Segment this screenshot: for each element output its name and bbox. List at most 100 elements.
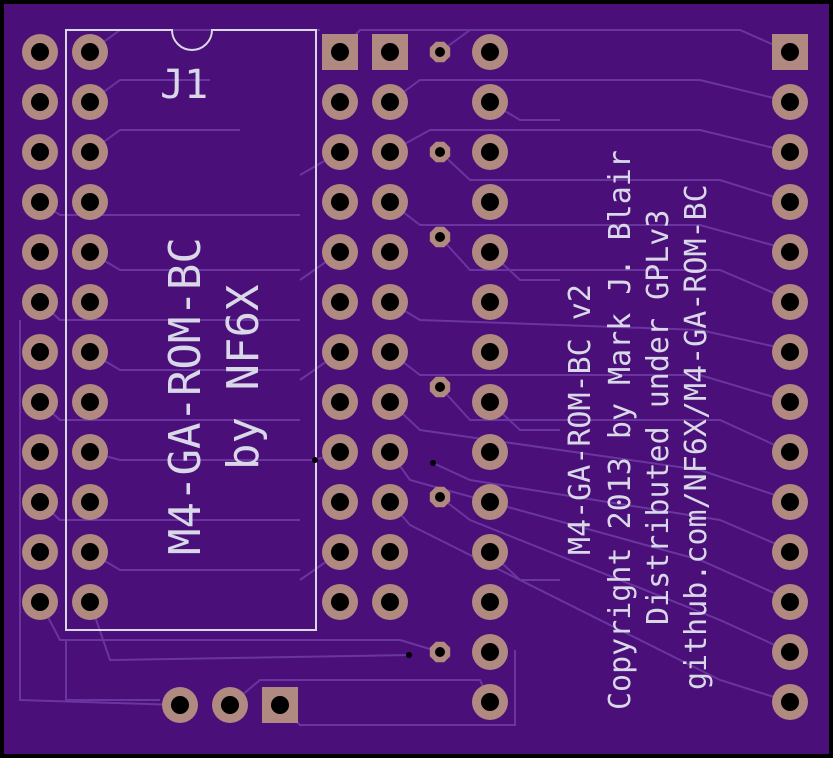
drill-hole [221,696,239,714]
drill-hole [381,243,399,261]
drill-hole [435,382,445,392]
trace [39,601,441,653]
trace [389,351,791,403]
drill-hole [331,193,349,211]
drill-hole [381,593,399,611]
drill-hole [781,643,799,661]
drill-hole [381,93,399,111]
j1-footprint-outline [65,29,317,631]
drill-hole [31,93,49,111]
board-byline: by NF6X [218,284,269,470]
drill-hole [81,443,99,461]
drill-hole [331,143,349,161]
drill-hole [781,593,799,611]
drill-hole [781,693,799,711]
drill-hole [31,343,49,361]
via [430,460,436,466]
drill-hole [781,93,799,111]
drill-hole [381,43,399,61]
trace [432,462,791,551]
drill-hole [381,143,399,161]
drill-hole [331,593,349,611]
drill-hole [481,543,499,561]
pad-array [22,34,808,723]
drill-hole [481,193,499,211]
trace [439,236,791,301]
drill-hole [781,343,799,361]
notice-line-4: github.com/NF6X/M4-GA-ROM-BC [679,184,714,690]
trace [439,386,791,453]
drill-hole [81,593,99,611]
drill-hole [381,493,399,511]
trace [389,129,791,153]
drill-hole [31,243,49,261]
drill-hole [81,93,99,111]
drill-hole [381,293,399,311]
drill-hole [31,443,49,461]
drill-hole [781,493,799,511]
drill-hole [81,393,99,411]
drill-hole [81,243,99,261]
trace [89,601,410,662]
drill-hole [381,343,399,361]
drill-hole [331,343,349,361]
drill-hole [381,193,399,211]
trace [439,496,791,653]
drill-hole [481,343,499,361]
drill-hole [781,193,799,211]
drill-hole [81,293,99,311]
drill-hole [781,243,799,261]
drill-hole [31,43,49,61]
drill-hole [331,493,349,511]
drill-hole [781,143,799,161]
socket-outline [65,29,317,631]
drill-hole [331,43,349,61]
drill-hole [31,543,49,561]
drill-hole [481,43,499,61]
drill-hole [781,293,799,311]
drill-hole [381,543,399,561]
drill-hole [781,543,799,561]
drill-hole [81,193,99,211]
drill-hole [31,193,49,211]
drill-hole [331,443,349,461]
drill-hole [81,343,99,361]
ref-designator: J1 [160,62,208,108]
drill-hole [81,43,99,61]
drill-hole [331,393,349,411]
drill-hole [481,493,499,511]
drill-hole [481,593,499,611]
drill-hole [781,393,799,411]
drill-hole [331,243,349,261]
via [312,457,318,463]
via-array [312,457,436,658]
drill-hole [31,393,49,411]
drill-hole [271,696,289,714]
drill-hole [481,443,499,461]
board-title: M4-GA-ROM-BC [160,237,211,555]
drill-hole [331,293,349,311]
drill-hole [481,93,499,111]
drill-hole [481,143,499,161]
silkscreen-text: J1 M4-GA-ROM-BC by NF6X M4-GA-ROM-BC v2 … [160,62,714,710]
drill-hole [481,643,499,661]
drill-hole [331,543,349,561]
drill-hole [381,443,399,461]
trace [65,640,160,701]
drill-hole [481,243,499,261]
drill-hole [435,47,445,57]
drill-hole [435,492,445,502]
trace [19,320,181,706]
drill-hole [31,293,49,311]
drill-hole [481,393,499,411]
trace [439,151,791,203]
drill-hole [81,543,99,561]
drill-hole [435,232,445,242]
drill-hole [381,393,399,411]
drill-hole [31,493,49,511]
drill-hole [481,293,499,311]
via [406,652,412,658]
drill-hole [81,143,99,161]
notice-line-3: Distributed under GPLv3 [641,210,676,625]
